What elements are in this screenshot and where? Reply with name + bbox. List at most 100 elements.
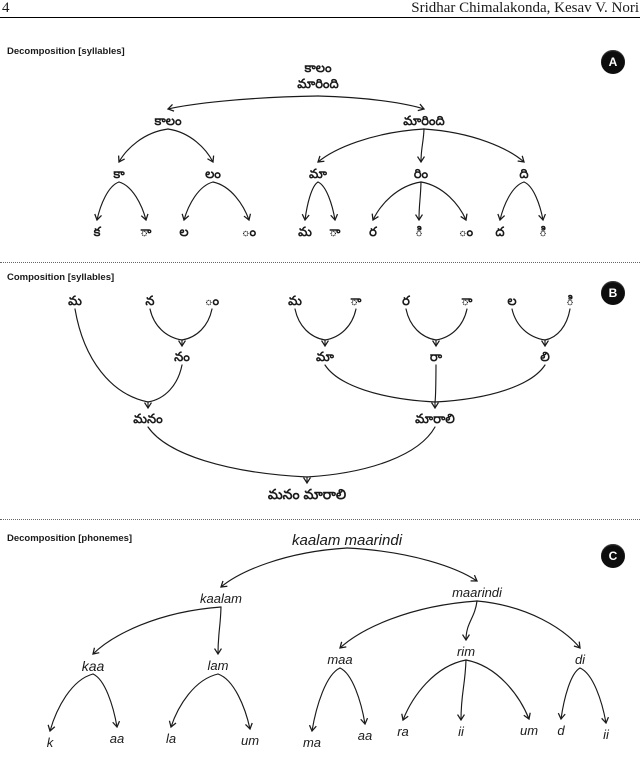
tree-edge — [149, 308, 183, 341]
tree-node: ◌ం — [458, 224, 474, 239]
tree-edge — [346, 547, 478, 582]
tree-edge — [339, 667, 369, 726]
tree-edge — [317, 181, 339, 222]
tree-node: న — [145, 293, 155, 308]
badge-b: B — [601, 281, 625, 305]
tree-node: మారాలి — [415, 411, 455, 426]
tree-node: ra — [397, 724, 409, 739]
tree-node: మా — [309, 166, 327, 181]
tree-node: ల — [179, 224, 189, 239]
tree-node: kaalam — [200, 591, 242, 606]
tree-edge — [294, 308, 326, 341]
tree-edge — [47, 673, 94, 733]
page-number: 4 — [2, 0, 10, 16]
tree-node: మనం — [133, 411, 163, 426]
tree-node: ◌ా — [461, 293, 473, 308]
tree-node: ర — [402, 293, 410, 308]
tree-edge — [557, 667, 581, 721]
tree-edge — [214, 606, 222, 656]
tree-node: మా — [316, 349, 334, 364]
tree-node: aa — [357, 728, 373, 743]
tree-node: కాలం మారింది — [297, 60, 339, 92]
tree-edge — [579, 667, 610, 725]
tree-edge — [544, 308, 571, 341]
tree-edge — [462, 600, 478, 642]
tree-edge — [339, 600, 478, 649]
tree-node: ది — [519, 166, 529, 181]
tree-node: kaa — [81, 658, 105, 674]
tree-node: కా — [113, 166, 125, 181]
tree-edge — [317, 95, 426, 112]
tree-edge — [74, 308, 149, 403]
tree-edge — [435, 308, 468, 341]
tree-node: ◌ి — [415, 224, 423, 239]
tree-node: lam — [207, 658, 229, 673]
tree-node: di — [574, 652, 586, 667]
tree-edge — [118, 181, 149, 222]
tree-edge — [167, 128, 215, 164]
tree-edge — [511, 308, 546, 341]
tree-node: um — [240, 733, 260, 748]
tree-edge — [324, 364, 436, 403]
tree-edge — [497, 181, 525, 222]
tree-edge — [457, 659, 467, 722]
tree-edge — [306, 426, 436, 478]
tree-node: d — [557, 723, 565, 738]
tree-edge — [476, 600, 581, 649]
tree-node: నం — [174, 349, 190, 364]
tree-edge — [147, 426, 308, 478]
tree-node: ర — [369, 224, 377, 239]
tree-node: ii — [458, 724, 464, 739]
tree-edge — [434, 364, 437, 403]
tree-edge — [423, 128, 525, 163]
tree-edge — [324, 308, 357, 341]
tree-edge — [220, 547, 348, 588]
tree-node: ii — [603, 727, 609, 742]
tree-edge — [523, 181, 546, 222]
tree-edge — [166, 95, 319, 112]
tree-node: లి — [540, 349, 550, 364]
tree-edge — [147, 364, 183, 403]
tree-node: ◌ా — [329, 224, 341, 239]
tree-edge — [212, 181, 252, 222]
tree-edge — [420, 181, 468, 222]
tree-node: la — [165, 731, 177, 746]
section-label-decomposition-phonemes: Decomposition [phonemes] — [7, 533, 133, 544]
badge-c: C — [601, 544, 625, 568]
badge-a: A — [601, 50, 625, 74]
tree-node: rim — [456, 644, 476, 659]
tree-node: మ — [288, 293, 302, 308]
tree-edge — [117, 128, 169, 164]
section-label-composition-syllables: Composition [syllables] — [7, 272, 115, 283]
tree-edge — [308, 667, 341, 733]
tree-edge — [92, 673, 121, 729]
tree-node: ma — [302, 735, 322, 750]
tree-node: ◌ా — [140, 224, 152, 239]
tree-edge — [168, 673, 219, 729]
dotted-separator — [0, 262, 640, 263]
running-head: Sridhar Chimalakonda, Kesav V. Nori — [411, 0, 639, 16]
tree-node: కాలం — [154, 113, 182, 128]
tree-node: మ — [298, 224, 312, 239]
tree-edge — [434, 364, 546, 403]
tree-edge — [371, 181, 422, 222]
tree-edge — [405, 308, 437, 341]
tree-node: ద — [495, 224, 505, 239]
tree-edge — [94, 181, 120, 222]
dotted-separator — [0, 519, 640, 520]
tree-edge — [401, 659, 467, 722]
tree-node: ◌ి — [566, 293, 574, 308]
tree-node: ◌ం — [204, 293, 220, 308]
tree-node: రా — [429, 349, 443, 364]
tree-node: మ — [68, 293, 82, 308]
tree-node: లం — [205, 166, 221, 181]
tree-node: మనం మారాలి — [267, 486, 347, 502]
tree-edge — [415, 181, 423, 222]
tree-edge — [317, 128, 425, 163]
section-label-decomposition-syllables: Decomposition [syllables] — [7, 46, 125, 57]
tree-edge — [181, 308, 213, 341]
tree-edge — [217, 673, 253, 731]
tree-node: um — [519, 723, 539, 738]
tree-node: aa — [109, 731, 125, 746]
tree-node: ల — [507, 293, 517, 308]
